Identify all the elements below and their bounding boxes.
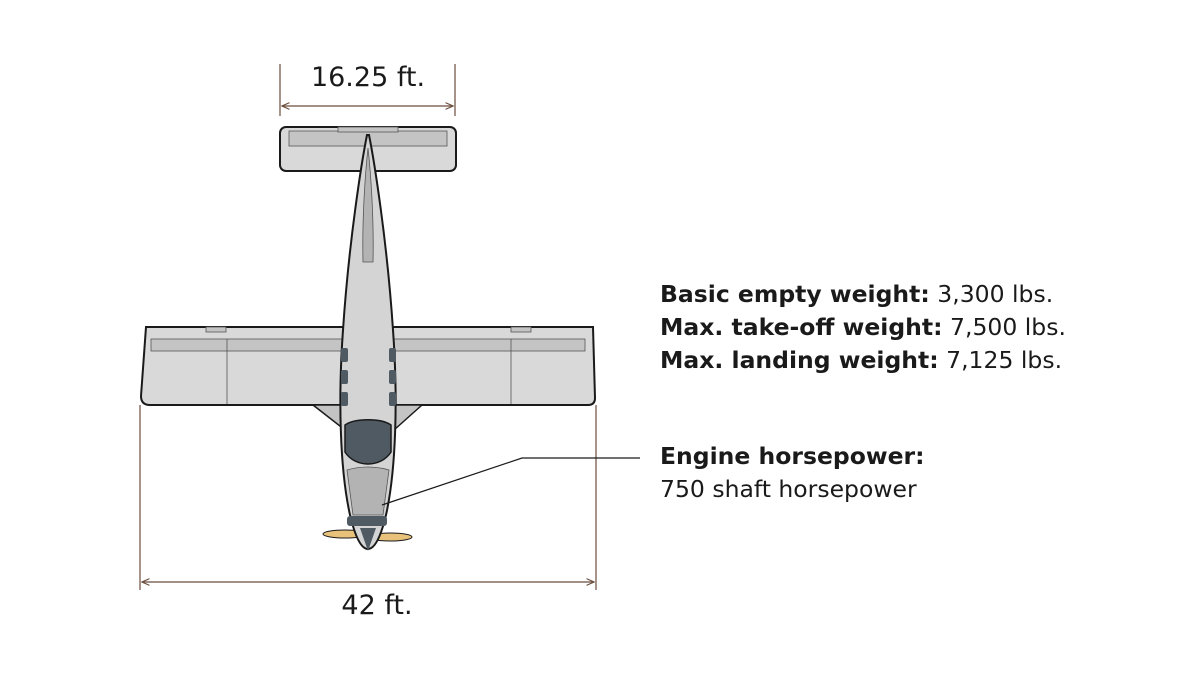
tail-span-dimension — [279, 64, 456, 116]
cockpit-canopy — [344, 419, 392, 465]
tail-span-label: 16.25 ft. — [310, 62, 426, 93]
fuselage — [339, 134, 397, 551]
engine-label: Engine horsepower: — [660, 442, 925, 470]
wing-span-dimension — [139, 405, 597, 590]
cabin-windows — [341, 348, 396, 406]
engine-value: 750 shaft horsepower — [660, 475, 917, 503]
spec-value: 7,500 lbs. — [950, 313, 1066, 341]
max-takeoff-weight: Max. take-off weight: 7,500 lbs. — [660, 311, 1066, 344]
basic-empty-weight: Basic empty weight: 3,300 lbs. — [660, 278, 1066, 311]
wing-span-label: 42 ft. — [341, 590, 413, 621]
max-landing-weight: Max. landing weight: 7,125 lbs. — [660, 344, 1066, 377]
engine-spec: Engine horsepower: 750 shaft horsepower — [660, 440, 925, 506]
engine-leader-line — [381, 457, 640, 506]
spec-label: Basic empty weight: — [660, 280, 930, 308]
weight-specs: Basic empty weight: 3,300 lbs. Max. take… — [660, 278, 1066, 377]
spec-value: 3,300 lbs. — [937, 280, 1054, 308]
spec-label: Max. landing weight: — [660, 346, 939, 374]
spec-value: 7,125 lbs. — [946, 346, 1063, 374]
spec-label: Max. take-off weight: — [660, 313, 943, 341]
